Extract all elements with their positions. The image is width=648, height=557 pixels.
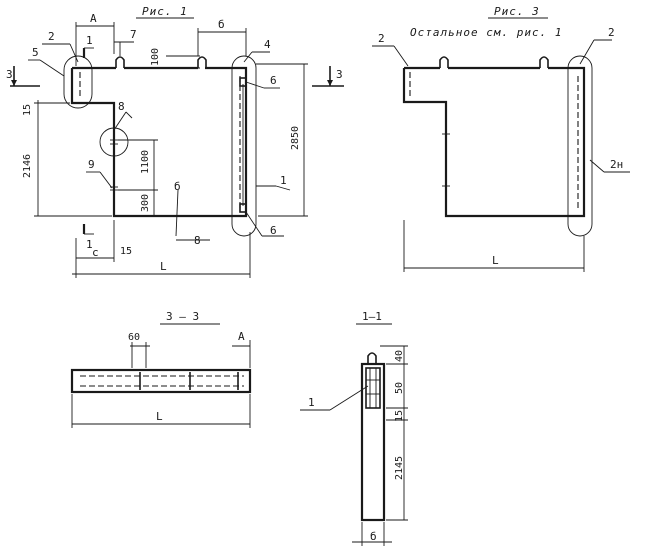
fig1-dim-b: б bbox=[218, 18, 225, 31]
fig1-callout-5: 5 bbox=[32, 46, 39, 59]
fig1-dim-2146: 2146 bbox=[22, 154, 33, 178]
fig1-dim-15: 15 bbox=[22, 104, 33, 116]
fig1-dim-b-center: б bbox=[174, 180, 181, 193]
fig1-section-1-bottom: 1 bbox=[86, 238, 93, 251]
section-1-1-dim-2145: 2145 bbox=[394, 456, 405, 480]
fig1-dim-L: L bbox=[160, 260, 167, 273]
section-3-3-outline bbox=[70, 368, 252, 394]
fig1-callout-4: 4 bbox=[264, 38, 271, 51]
fig1-dim-1100: 1100 bbox=[140, 150, 151, 174]
section-3-3-dim-A: А bbox=[238, 330, 245, 343]
fig1-detail-ring-8 bbox=[99, 127, 129, 157]
figure-1: Рис. 1 А б bbox=[6, 5, 344, 278]
fig1-section-3-left: 3 bbox=[6, 68, 13, 81]
fig3-panel-outline bbox=[402, 66, 586, 218]
fig3-detail-ring bbox=[567, 55, 593, 237]
fig1-callout-9: 9 bbox=[88, 158, 95, 171]
fig1-section-3-right: 3 bbox=[336, 68, 343, 81]
section-1-1-title: 1—1 bbox=[362, 310, 382, 323]
fig1-section-1-top: 1 bbox=[86, 34, 93, 47]
fig1-callout-7: 7 bbox=[130, 28, 137, 41]
section-3-3-dim-L: L bbox=[156, 410, 163, 423]
fig1-callout-1: 1 bbox=[280, 174, 287, 187]
section-1-1-dim-50: 50 bbox=[394, 382, 405, 394]
fig1-embedded-plate-bottom bbox=[239, 203, 247, 213]
fig1-dim-100: 100 bbox=[150, 48, 161, 66]
fig3-dim-L: L bbox=[492, 254, 499, 267]
section-3-3: 3 — 3 60 А L bbox=[70, 310, 252, 428]
fig1-lifting-loop-right bbox=[197, 56, 207, 68]
fig1-detail-ring-5 bbox=[63, 55, 93, 109]
fig3-title: Рис. 3 bbox=[494, 5, 540, 18]
section-3-3-dim-60: 60 bbox=[128, 332, 140, 343]
fig3-callout-2n: 2н bbox=[610, 158, 623, 171]
fig1-detail-ring-1 bbox=[231, 55, 257, 237]
fig3-note: Остальное см. рис. 1 bbox=[410, 26, 562, 39]
fig1-dim-15-bottom: 15 bbox=[120, 246, 132, 257]
fig1-callout-2: 2 bbox=[48, 30, 55, 43]
section-1-1-dim-40: 40 bbox=[394, 350, 405, 362]
figure-3: Рис. 3 Остальное см. рис. 1 2 2 2н L bbox=[372, 5, 630, 272]
section-1-1-dim-b: б bbox=[370, 530, 377, 543]
fig1-title: Рис. 1 bbox=[142, 5, 188, 18]
section-1-1-frame bbox=[365, 367, 381, 409]
section-1-1-outline bbox=[360, 362, 386, 522]
fig1-callout-8-bottom: 8 bbox=[194, 234, 201, 247]
fig3-callout-2-right: 2 bbox=[608, 26, 615, 39]
fig1-dim-300: 300 bbox=[140, 194, 151, 212]
fig3-callout-2-left: 2 bbox=[378, 32, 385, 45]
fig1-dim-2850: 2850 bbox=[290, 126, 301, 150]
fig1-callout-8: 8 bbox=[118, 100, 125, 113]
fig1-callout-6-top: 6 bbox=[270, 74, 277, 87]
section-1-1-dim-15: 15 bbox=[394, 410, 405, 422]
fig1-callout-6-bottom: 6 bbox=[270, 224, 277, 237]
fig1-lifting-loop-left bbox=[115, 56, 125, 68]
section-1-1-callout-1: 1 bbox=[308, 396, 315, 409]
section-1-1: 1—1 40 50 15 2145 б 1 bbox=[300, 310, 408, 546]
fig1-dim-c: с bbox=[92, 246, 99, 259]
fig1-dim-A: А bbox=[90, 12, 97, 25]
section-3-3-title: 3 — 3 bbox=[166, 310, 199, 323]
fig1-panel-outline bbox=[70, 66, 248, 218]
